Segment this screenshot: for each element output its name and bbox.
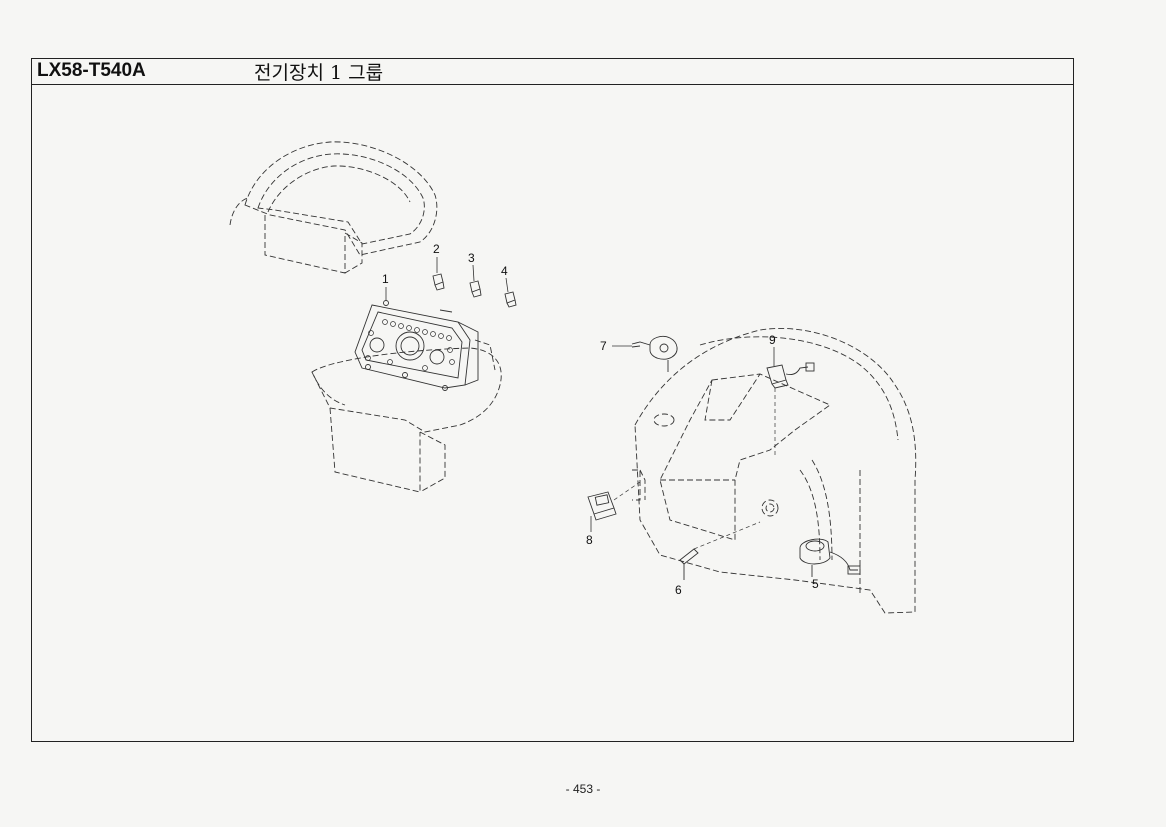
dashboard-hood <box>229 141 438 274</box>
indicator-lamps <box>365 319 455 371</box>
page-number: - 453 - <box>565 782 601 796</box>
callout-4: 4 <box>501 264 508 278</box>
horn-assembly <box>631 335 678 372</box>
callout-2: 2 <box>433 242 440 256</box>
bulb-4 <box>504 291 517 308</box>
rotary-switch-9 <box>766 362 815 455</box>
key-switch-5 <box>799 538 861 577</box>
leader-lines-right <box>590 345 775 532</box>
bulb-2 <box>432 273 445 291</box>
page-header: LX58-T540A 전기장치 1 그룹 <box>32 59 1073 85</box>
page-frame: LX58-T540A 전기장치 1 그룹 <box>31 58 1074 742</box>
callout-3: 3 <box>468 251 475 265</box>
group-title: 전기장치 1 그룹 <box>254 62 384 84</box>
bulb-3 <box>469 280 482 298</box>
leader-lines-left <box>385 257 509 300</box>
callout-6: 6 <box>675 583 682 597</box>
callout-9: 9 <box>769 333 776 347</box>
callout-5: 5 <box>812 577 819 591</box>
rocker-switch-8 <box>587 481 641 521</box>
callout-7: 7 <box>600 339 607 353</box>
callout-1: 1 <box>382 272 389 286</box>
ignition-key-6 <box>679 521 761 580</box>
fender-console <box>632 328 917 614</box>
dash-housing <box>311 339 502 493</box>
callout-8: 8 <box>586 533 593 547</box>
instrument-cluster <box>354 300 479 391</box>
model-code: LX58-T540A <box>37 60 146 81</box>
